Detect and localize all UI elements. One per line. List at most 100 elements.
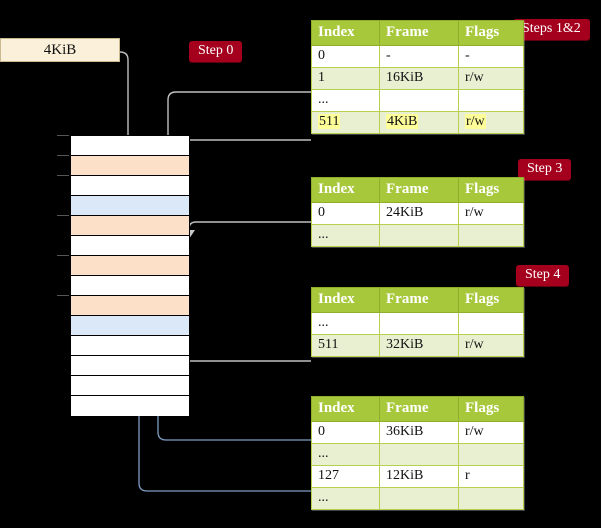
- cell-index: 0: [311, 421, 380, 444]
- memory-frame-10-free: [71, 336, 189, 356]
- cell-frame: 12KiB: [379, 465, 459, 488]
- column-header-frame: Frame: [379, 20, 459, 46]
- column-header-frame: Frame: [379, 396, 459, 422]
- cell-index: 511: [311, 111, 380, 134]
- frame-tick-1: [57, 155, 69, 156]
- table-row: ...: [311, 89, 524, 112]
- frame-tick-0: [57, 135, 69, 136]
- column-header-flags: Flags: [458, 20, 524, 46]
- cell-index: ...: [311, 443, 380, 466]
- column-header-flags: Flags: [458, 287, 524, 313]
- cell-flags: [458, 89, 524, 112]
- column-header-index: Index: [311, 396, 380, 422]
- cell-frame: [379, 312, 459, 335]
- step-badge-steps12: Steps 1&2: [513, 19, 590, 41]
- cell-index: 511: [311, 334, 380, 357]
- memory-frame-12-free: [71, 376, 189, 396]
- frame-tick-8: [57, 295, 69, 296]
- memory-frame-2-free: [57, 175, 189, 196]
- cell-frame: [379, 89, 459, 112]
- cell-frame: 24KiB: [379, 202, 459, 225]
- frame-tick-2: [57, 175, 69, 176]
- step-badge-step3: Step 3: [518, 159, 572, 181]
- cell-frame: [379, 224, 459, 247]
- wire-pt2-511: [178, 312, 311, 362]
- memory-frame-5-free: [71, 236, 189, 256]
- table-row: ...: [311, 312, 524, 335]
- cell-frame: 4KiB: [379, 111, 459, 134]
- cell-frame: 16KiB: [379, 67, 459, 90]
- wire-request-to-frame: [119, 51, 129, 138]
- cell-flags: [458, 443, 524, 466]
- frame-tick-4: [57, 215, 69, 216]
- column-header-index: Index: [311, 177, 380, 203]
- cell-frame: [379, 443, 459, 466]
- cell-flags: -: [458, 45, 524, 68]
- cell-flags: [458, 487, 524, 510]
- cell-index: ...: [311, 312, 380, 335]
- cell-index: ...: [311, 224, 380, 247]
- column-header-index: Index: [311, 287, 380, 313]
- cell-frame: -: [379, 45, 459, 68]
- step-badge-step4: Step 4: [516, 265, 570, 287]
- memory-frame-1-pagetable: [57, 155, 189, 176]
- highlighted-value: 511: [318, 114, 341, 129]
- cell-frame: [379, 487, 459, 510]
- memory-frame-0-free: [57, 135, 189, 156]
- column-header-frame: Frame: [379, 287, 459, 313]
- memory-frame-13-free: [71, 396, 189, 416]
- highlighted-value: 4KiB: [386, 114, 419, 129]
- highlighted-value: r/w: [465, 114, 486, 129]
- cell-flags: r: [458, 465, 524, 488]
- cell-index: ...: [311, 487, 380, 510]
- memory-frame-7-free: [71, 276, 189, 296]
- column-header-frame: Frame: [379, 177, 459, 203]
- memory-frame-8-pagetable: [57, 295, 189, 316]
- table-row: 511 4KiB r/w: [311, 111, 524, 134]
- memory-frame-6-pagetable: [57, 255, 189, 276]
- table-row: ...: [311, 487, 524, 510]
- column-header-flags: Flags: [458, 177, 524, 203]
- request-size-box: 4KiB: [0, 38, 120, 62]
- table-row: ...: [311, 443, 524, 466]
- table-row: ...: [311, 224, 524, 247]
- cell-flags: r/w: [458, 421, 524, 444]
- frame-tick-6: [57, 255, 69, 256]
- cell-flags: r/w: [458, 334, 524, 357]
- cell-flags: r/w: [458, 202, 524, 225]
- cell-frame: 36KiB: [379, 421, 459, 444]
- table-row: 0--: [311, 45, 524, 68]
- cell-index: ...: [311, 89, 380, 112]
- wire-pt1-0: [188, 221, 311, 246]
- cell-frame: 32KiB: [379, 334, 459, 357]
- cell-index: 0: [311, 45, 380, 68]
- step-badge-step0: Step 0: [189, 41, 243, 63]
- cell-flags: [458, 312, 524, 335]
- memory-frame-9-page: [71, 316, 189, 336]
- memory-frame-4-pagetable: [57, 215, 189, 236]
- cell-index: 0: [311, 202, 380, 225]
- cell-index: 127: [311, 465, 380, 488]
- column-header-index: Index: [311, 20, 380, 46]
- column-header-flags: Flags: [458, 396, 524, 422]
- cell-index: 1: [311, 67, 380, 90]
- memory-frame-3-page: [71, 196, 189, 216]
- memory-frame-11-free: [71, 356, 189, 376]
- cell-flags: [458, 224, 524, 247]
- cell-flags: r/w: [458, 67, 524, 90]
- cell-flags: r/w: [458, 111, 524, 134]
- request-size-label: 4KiB: [43, 41, 77, 58]
